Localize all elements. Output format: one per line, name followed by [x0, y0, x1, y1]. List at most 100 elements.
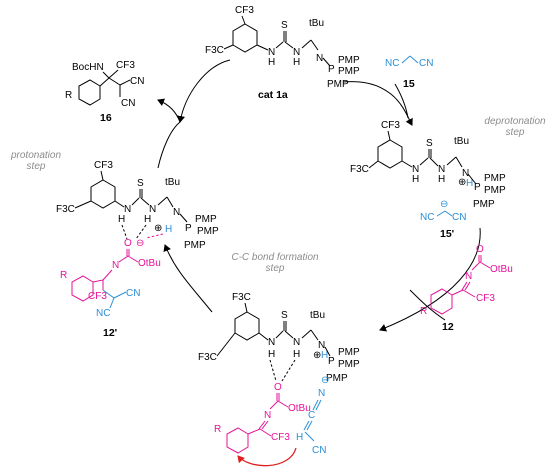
svg-text:PMP: PMP — [473, 199, 495, 210]
svg-text:N: N — [316, 53, 323, 64]
svg-text:P: P — [185, 223, 192, 234]
svg-text:R: R — [65, 90, 72, 101]
svg-text:⊕: ⊕ — [154, 223, 162, 234]
svg-text:N: N — [112, 260, 119, 271]
svg-text:H: H — [466, 178, 473, 189]
svg-text:H: H — [296, 432, 303, 443]
label-adduct: 12' — [103, 327, 117, 339]
svg-text:R: R — [60, 270, 67, 281]
svg-text:N: N — [173, 207, 180, 218]
svg-text:H: H — [165, 224, 172, 235]
svg-text:NC: NC — [385, 58, 399, 69]
svg-text:O: O — [274, 382, 282, 393]
svg-text:tBu: tBu — [309, 18, 324, 29]
svg-text:CN: CN — [121, 98, 135, 109]
reagent-entry-arrow — [394, 83, 409, 119]
svg-text:F3C: F3C — [232, 292, 251, 303]
svg-text:CN: CN — [126, 288, 140, 299]
svg-text:BocHN: BocHN — [72, 62, 104, 73]
transition-complex: F3C F3C N H S N H tBu N ⊕ H P PMP PMP PM… — [198, 292, 360, 467]
svg-text:PMP: PMP — [338, 55, 360, 66]
svg-text:CF3: CF3 — [476, 293, 495, 304]
svg-text:CF3: CF3 — [235, 5, 254, 16]
svg-text:CF3: CF3 — [94, 160, 113, 171]
svg-text:N: N — [293, 337, 300, 348]
svg-text:⊖: ⊖ — [321, 375, 329, 386]
cycle-arrow-right — [379, 227, 481, 332]
svg-text:CN: CN — [130, 76, 144, 87]
imine-12: O OtBu N CF3 R 12 — [420, 244, 513, 333]
svg-text:N: N — [318, 388, 325, 399]
svg-text:PMP: PMP — [338, 359, 360, 370]
cycle-arrow-left — [157, 121, 181, 169]
svg-text:H: H — [412, 174, 419, 185]
svg-text:N: N — [268, 337, 275, 348]
svg-text:PMP: PMP — [197, 226, 219, 237]
svg-text:N: N — [268, 47, 275, 58]
cycle-arrow-top-right — [342, 81, 413, 126]
svg-text:NC: NC — [420, 212, 434, 223]
svg-text:R: R — [214, 424, 221, 435]
svg-text:H: H — [293, 57, 300, 68]
label-malononitrile: 15 — [403, 78, 415, 90]
svg-text:CN: CN — [312, 445, 326, 456]
svg-text:OtBu: OtBu — [490, 264, 513, 275]
svg-text:H: H — [293, 349, 300, 360]
adduct-complex-12prime: CF3 F3C N H S N H tBu N ⊕ H P PMP PMP PM… — [56, 160, 219, 339]
svg-text:NC: NC — [96, 308, 110, 319]
label-ylide: 15' — [440, 228, 454, 240]
svg-text:S: S — [281, 310, 288, 321]
catalyst-1a: CF3 N H S N H tBu N P PMP PMP PMP F3C ca… — [205, 5, 360, 101]
svg-text:PMP: PMP — [338, 347, 360, 358]
svg-text:P: P — [474, 182, 481, 193]
svg-text:P: P — [328, 356, 335, 367]
svg-text:C: C — [308, 410, 315, 421]
svg-text:PMP: PMP — [326, 373, 348, 384]
svg-text:CF3: CF3 — [381, 120, 400, 131]
svg-text:⊖: ⊖ — [440, 199, 448, 210]
svg-text:PMP: PMP — [484, 173, 506, 184]
svg-text:F3C: F3C — [56, 204, 75, 215]
svg-text:S: S — [281, 20, 288, 31]
svg-text:⊕: ⊕ — [313, 350, 321, 361]
svg-text:P: P — [328, 64, 335, 75]
svg-text:PMP: PMP — [338, 66, 360, 77]
svg-text:F3C: F3C — [198, 352, 217, 363]
svg-text:H: H — [438, 174, 445, 185]
svg-text:F3C: F3C — [205, 45, 224, 56]
svg-text:OtBu: OtBu — [138, 258, 161, 269]
product-16: BocHN CF3 CN CN R 16 — [65, 60, 144, 124]
svg-text:⊖: ⊖ — [136, 238, 144, 249]
nucleophilic-attack-arrow — [237, 447, 297, 467]
svg-text:tBu: tBu — [165, 177, 180, 188]
svg-text:N: N — [438, 164, 445, 175]
svg-text:N: N — [293, 47, 300, 58]
svg-text:H: H — [321, 350, 328, 361]
svg-text:H: H — [144, 214, 151, 225]
svg-text:N: N — [462, 168, 469, 179]
svg-text:tBu: tBu — [310, 310, 325, 321]
label-product: 16 — [100, 112, 112, 124]
svg-text:PMP: PMP — [195, 214, 217, 225]
svg-text:N: N — [412, 164, 419, 175]
product-release-arrow — [157, 98, 181, 123]
svg-text:CN: CN — [419, 58, 433, 69]
imine-entry-arrow — [409, 289, 446, 321]
svg-text:OtBu: OtBu — [288, 403, 311, 414]
cycle-arrow-top — [177, 59, 231, 123]
svg-text:N: N — [318, 340, 325, 351]
svg-text:S: S — [426, 138, 433, 149]
svg-text:PMP: PMP — [484, 185, 506, 196]
svg-text:H: H — [118, 214, 125, 225]
svg-text:F3C: F3C — [350, 164, 369, 175]
cycle-arrow-bottom-left — [163, 244, 213, 313]
svg-text:S: S — [137, 178, 144, 189]
svg-text:H: H — [268, 57, 275, 68]
svg-text:H: H — [268, 349, 275, 360]
svg-text:CF3: CF3 — [271, 432, 290, 443]
svg-text:N: N — [124, 204, 131, 215]
